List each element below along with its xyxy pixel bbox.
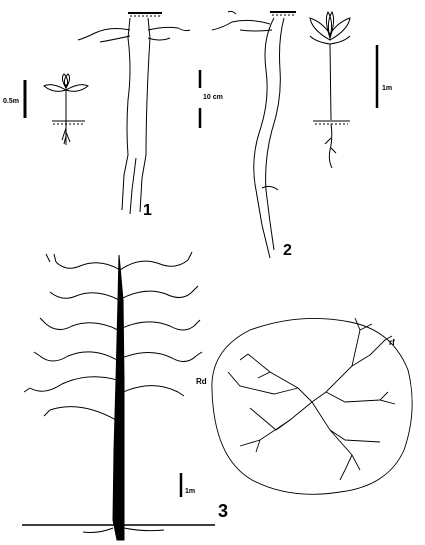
annotation-rd: Rd — [196, 377, 207, 386]
annotation-rf: rf — [389, 338, 395, 347]
small-seedling-drawing — [25, 74, 88, 145]
root-plan-view-drawing — [212, 318, 412, 494]
panel-number-1: 1 — [143, 202, 152, 219]
panel-number-2: 2 — [283, 242, 292, 259]
panel-2-taproot-drawing — [212, 11, 296, 258]
panel-1-taproot-drawing — [78, 13, 190, 214]
scale-label-ten-cm: 10 cm — [203, 94, 223, 101]
panel-number-3: 3 — [218, 501, 228, 521]
sapling-drawing — [310, 12, 350, 168]
scale-label-one-meter: 1m — [382, 85, 392, 92]
tree-drawing — [22, 252, 215, 540]
scale-label-one-meter-tree: 1m — [185, 488, 195, 495]
scale-label-half-meter: 0.5m — [3, 98, 19, 105]
